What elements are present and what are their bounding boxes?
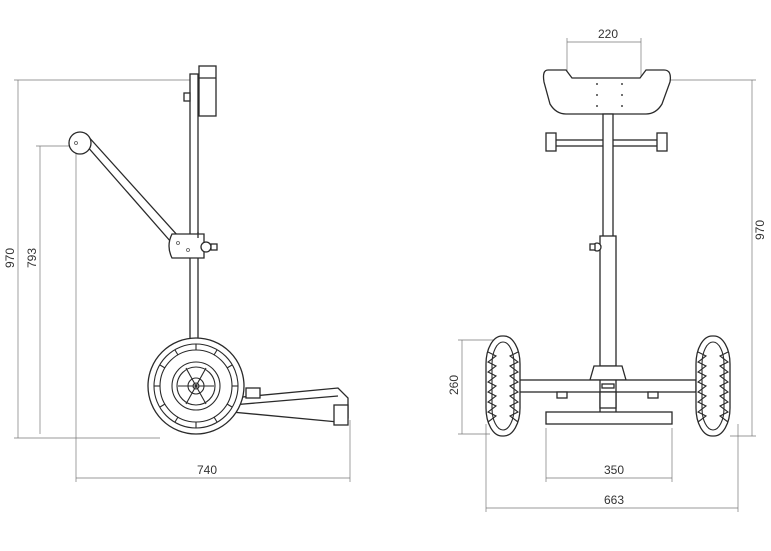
front-right-wheel xyxy=(695,335,731,437)
side-view: 970 793 740 xyxy=(3,65,351,482)
front-dimension-lines xyxy=(458,38,756,512)
side-base-rail xyxy=(231,387,349,426)
side-mast xyxy=(183,65,217,347)
front-height-label: 970 xyxy=(753,220,767,240)
side-clamp xyxy=(168,232,218,259)
side-length-label: 740 xyxy=(197,463,217,477)
front-left-wheel xyxy=(485,335,521,437)
side-dimension-lines xyxy=(14,79,351,482)
side-handle-arm xyxy=(68,131,179,243)
side-handle-height-label: 793 xyxy=(25,248,39,268)
side-wheel xyxy=(147,337,245,435)
front-saddle xyxy=(542,69,672,115)
front-mast xyxy=(589,113,627,381)
front-total-width-label: 663 xyxy=(604,493,624,507)
front-top-width-label: 220 xyxy=(598,27,618,41)
front-wheel-height-label: 260 xyxy=(447,375,461,395)
front-axle xyxy=(517,379,697,425)
side-height-label: 970 xyxy=(3,248,17,268)
front-inner-width-label: 350 xyxy=(604,463,624,477)
front-view: 220 970 260 350 663 xyxy=(447,27,767,512)
